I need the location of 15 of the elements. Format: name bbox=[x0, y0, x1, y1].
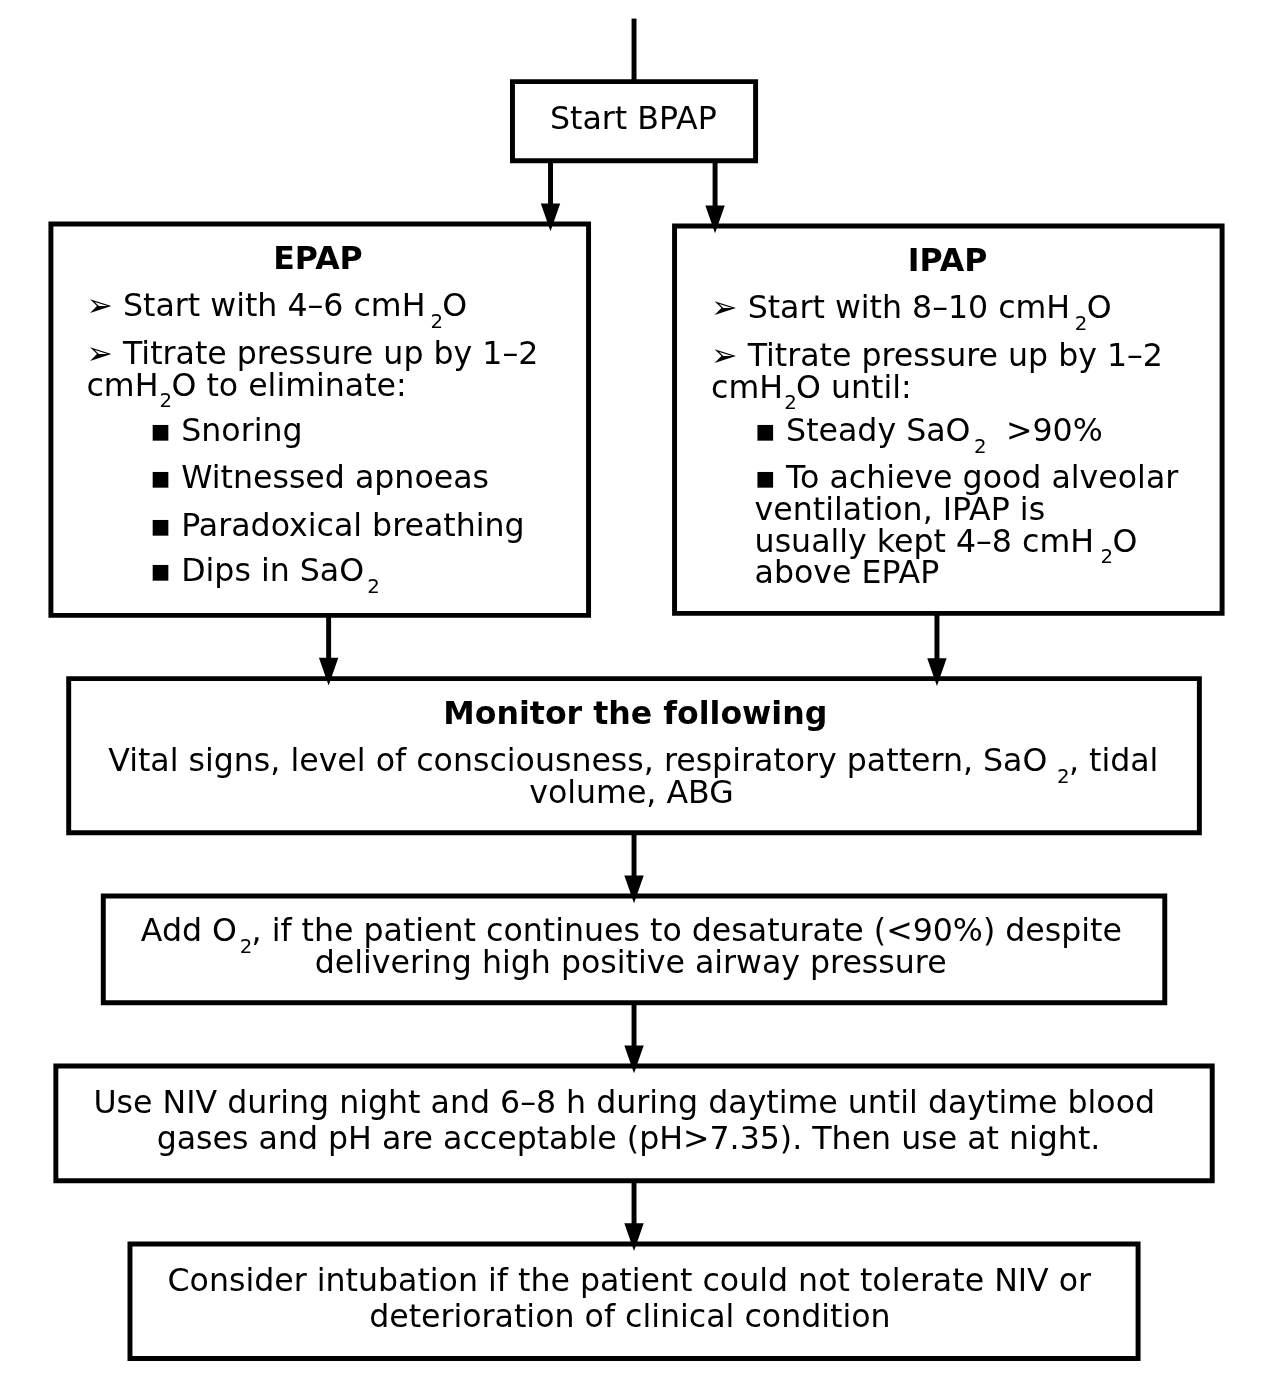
connector bbox=[631, 18, 637, 82]
arrow bbox=[624, 1003, 644, 1074]
arrow bbox=[927, 614, 947, 686]
node-box: Add O$_{2}$, if the patient continues to desaturate (<90%) despite delivering high positive airway pressure bbox=[100, 893, 1168, 1006]
arrow bbox=[624, 832, 644, 904]
arrow bbox=[318, 616, 339, 686]
arrow bbox=[540, 160, 561, 232]
node-box: Use NIV during night and 6–8 h during daytime until daytime blood gases and pH are acceptable (pH>7.35). Then use at night. bbox=[53, 1063, 1215, 1184]
arrow bbox=[624, 1181, 644, 1251]
node-box: IPAP ➢ Start with 8–10 cmH$_{2}$O ➢ Titrate pressure up by 1–2 cmH$_{2}$O until: ▪ Steady SaO$_{2}$ >90% ▪ To achieve good alveolar ventilation, IPAP is usually kept 4–8 cmH$_{2}$O above EPAP bbox=[672, 223, 1225, 616]
arrow bbox=[705, 160, 725, 234]
node-box: Start BPAP bbox=[510, 79, 759, 164]
node-box: Monitor the following Vital signs, level of consciousness, respiratory pattern, SaO$_{2}$, tidal volume, ABG bbox=[66, 676, 1202, 836]
node-box: Consider intubation if the patient could not tolerate NIV or deterioration of clinical condition bbox=[127, 1241, 1141, 1362]
node-box: EPAP ➢ Start with 4–6 cmH$_{2}$O ➢ Titrate pressure up by 1–2 cmH$_{2}$O to eliminate: ▪ Snoring ▪ Witnessed apnoeas ▪ Paradoxical breathing ▪ Dips in SaO$_{2}$ bbox=[48, 221, 592, 618]
